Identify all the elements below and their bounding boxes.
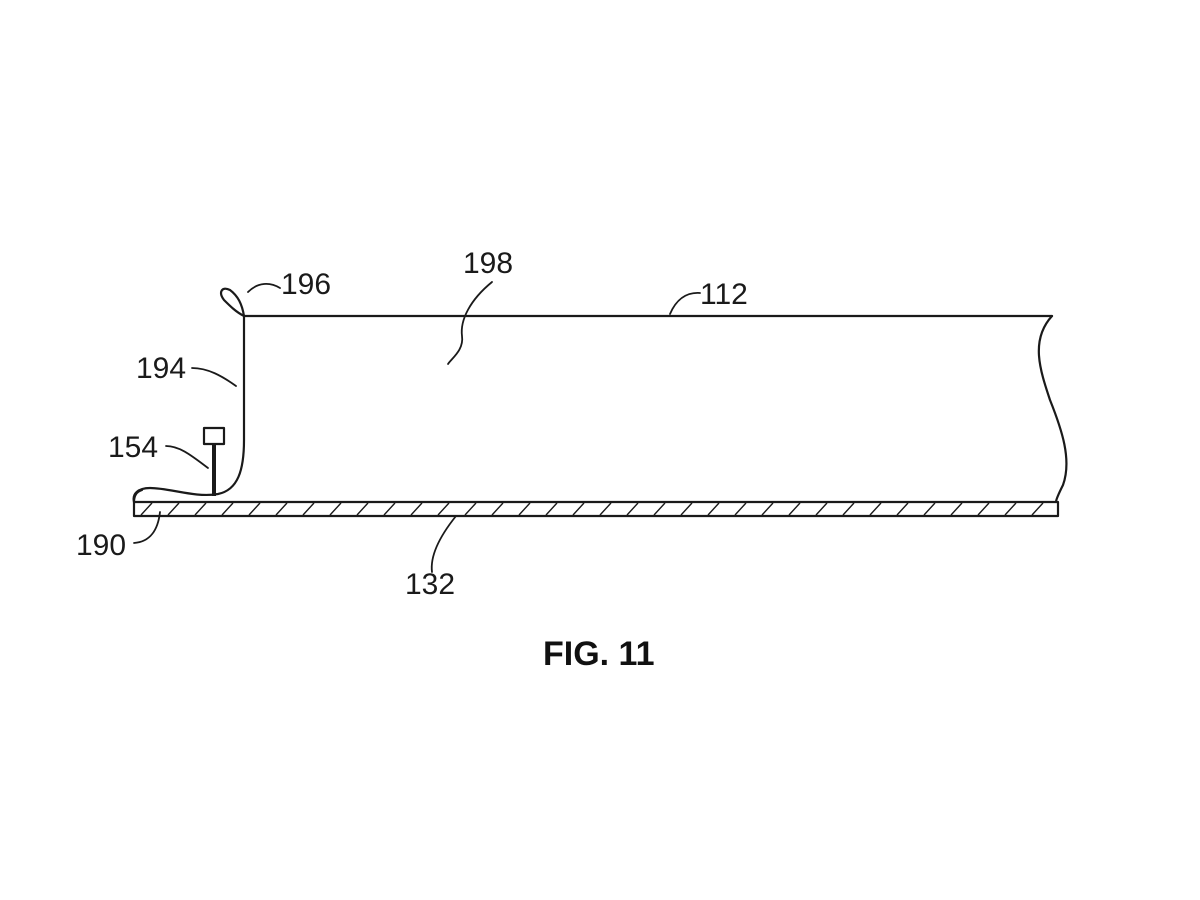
leader-154 — [165, 445, 209, 469]
hatch-line — [842, 502, 855, 516]
leader-196 — [247, 283, 281, 293]
hatch-line — [221, 502, 234, 516]
hatch-line — [491, 502, 504, 516]
label-190: 190 — [76, 529, 126, 562]
hatch-line — [464, 502, 477, 516]
hatch-line — [383, 502, 396, 516]
hatch-line — [1031, 502, 1044, 516]
leader-lines — [133, 281, 701, 573]
leader-198 — [447, 281, 493, 365]
hatch-line — [356, 502, 369, 516]
leader-132 — [430, 515, 457, 573]
substrate-132 — [132, 500, 1060, 518]
hatch-line — [167, 502, 180, 516]
label-112: 112 — [700, 278, 748, 311]
label-198: 198 — [463, 247, 513, 280]
component-box — [202, 426, 226, 446]
substrate-hatching — [140, 502, 1044, 516]
hatch-line — [761, 502, 774, 516]
hatch-line — [599, 502, 612, 516]
film-lip-190 — [132, 488, 144, 504]
hatch-line — [194, 502, 207, 516]
component-154 — [202, 426, 226, 496]
hatch-line — [653, 502, 666, 516]
hatch-line — [302, 502, 315, 516]
film-side-wall-194 — [132, 287, 246, 504]
hatch-line — [572, 502, 585, 516]
hatch-line — [923, 502, 936, 516]
hatch-line — [788, 502, 801, 516]
hatch-line — [977, 502, 990, 516]
hatch-line — [518, 502, 531, 516]
hatch-line — [545, 502, 558, 516]
hatch-line — [410, 502, 423, 516]
hatch-line — [896, 502, 909, 516]
hatch-line — [275, 502, 288, 516]
film-break-line — [1037, 314, 1068, 504]
hatch-line — [815, 502, 828, 516]
hatch-line — [626, 502, 639, 516]
hatch-line — [950, 502, 963, 516]
hatch-line — [680, 502, 693, 516]
hatch-line — [437, 502, 450, 516]
leader-112 — [669, 292, 701, 315]
label-132: 132 — [405, 568, 455, 601]
label-154: 154 — [108, 431, 158, 464]
hatch-line — [140, 502, 153, 516]
hatch-line — [707, 502, 720, 516]
label-194: 194 — [136, 352, 186, 385]
reference-labels: 196 198 112 194 154 190 132 — [76, 247, 748, 601]
film-body-112 — [132, 287, 1068, 504]
hatch-line — [329, 502, 342, 516]
hatch-line — [734, 502, 747, 516]
hatch-line — [869, 502, 882, 516]
leader-194 — [191, 367, 237, 387]
label-196: 196 — [281, 268, 331, 301]
leader-190 — [133, 511, 161, 544]
hatch-line — [1004, 502, 1017, 516]
hatch-line — [248, 502, 261, 516]
figure-caption: FIG. 11 — [543, 635, 655, 673]
